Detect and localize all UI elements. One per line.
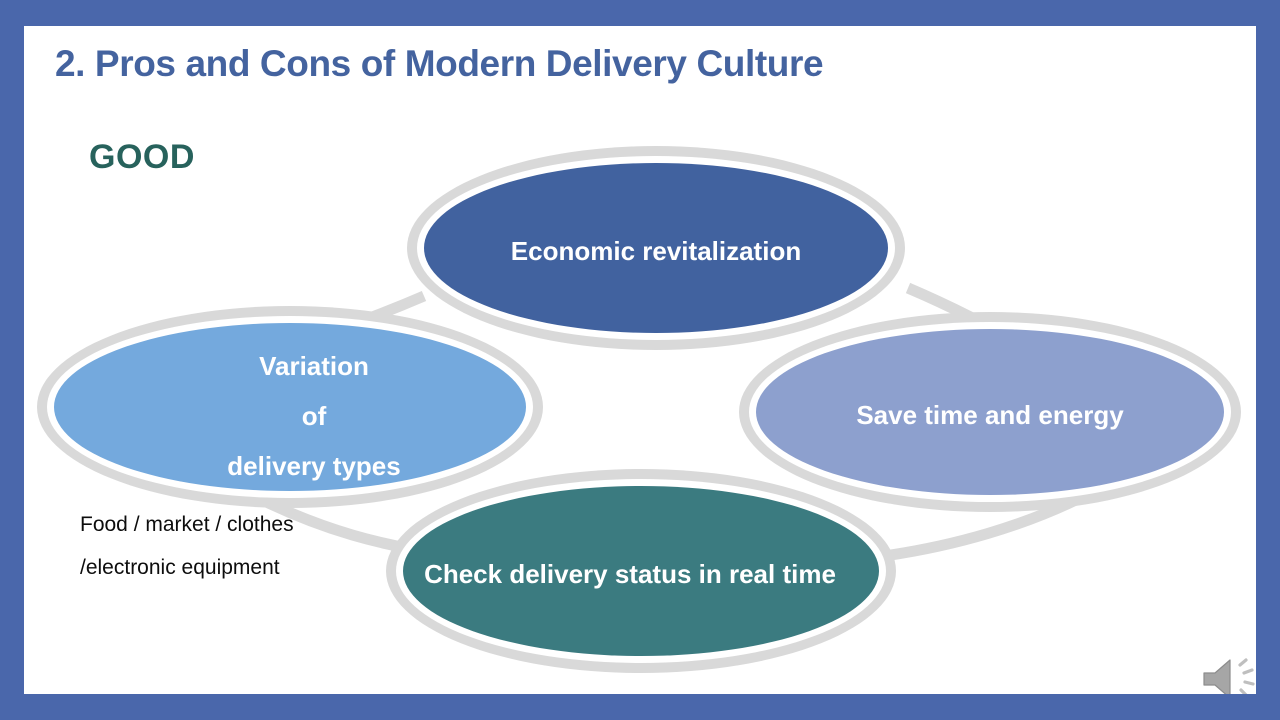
slide-canvas: 2. Pros and Cons of Modern Delivery Cult… xyxy=(24,26,1256,694)
node-top[interactable] xyxy=(424,163,888,333)
cycle-diagram: Economic revitalization Variation of del… xyxy=(24,26,1256,694)
node-right[interactable] xyxy=(756,329,1224,495)
node-left[interactable] xyxy=(54,323,526,491)
caption-line-1: Food / market / clothes xyxy=(80,513,294,536)
diagram-svg xyxy=(37,146,1241,673)
section-label-good: GOOD xyxy=(89,138,195,176)
caption-block: Food / market / clothes /electronic equi… xyxy=(80,503,294,589)
node-fills xyxy=(47,156,1231,663)
caption-line-2: /electronic equipment xyxy=(80,556,280,579)
node-bottom[interactable] xyxy=(403,486,879,656)
speaker-icon[interactable] xyxy=(1200,652,1256,694)
page-title: 2. Pros and Cons of Modern Delivery Cult… xyxy=(55,43,824,84)
